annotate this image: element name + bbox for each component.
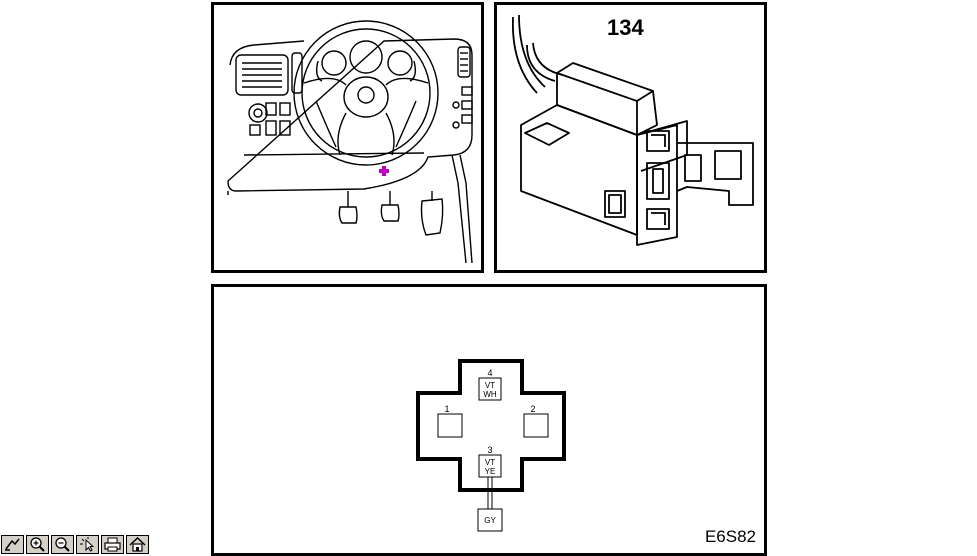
print-icon	[104, 537, 121, 552]
wire-color-label: GY	[484, 516, 496, 525]
home-button[interactable]	[126, 535, 149, 554]
pin-number-label: 2	[530, 404, 535, 414]
select-icon	[80, 537, 95, 552]
pin-4: 4 VT WH	[478, 368, 502, 401]
zoom-out-button[interactable]	[51, 535, 74, 554]
pinout-drawing: 4 VT WH 1 2 3 VT YE GY	[416, 359, 566, 532]
pin-number-label: 4	[487, 368, 492, 378]
zoom-in-icon	[30, 537, 45, 552]
viewer-toolbar	[1, 535, 149, 554]
pin-3: 3 VT YE	[478, 445, 502, 478]
dashboard-location-view	[211, 2, 484, 273]
connector-view: 134	[494, 2, 767, 273]
connector-drawing	[511, 14, 754, 246]
pin-wire-color: VT	[485, 458, 495, 467]
dashboard-drawing	[227, 20, 473, 264]
select-button[interactable]	[76, 535, 99, 554]
home-icon	[129, 537, 146, 552]
wire-color-box: GY	[477, 508, 503, 532]
pinout-view: 4 VT WH 1 2 3 VT YE GY E6S82	[211, 284, 767, 556]
connector-face-outline	[416, 359, 566, 492]
print-button[interactable]	[101, 535, 124, 554]
pin-wire-color: YE	[485, 467, 496, 476]
connector-ref-number: 134	[607, 15, 644, 40]
pin-2: 2	[523, 404, 549, 438]
pin-number-label: 3	[487, 445, 492, 455]
pin-1: 1	[437, 404, 463, 438]
location-marker-icon	[379, 166, 389, 176]
pan-icon	[5, 538, 20, 551]
pan-button[interactable]	[1, 535, 24, 554]
zoom-out-icon	[55, 537, 70, 552]
pin-wire-color: VT	[485, 381, 495, 390]
pin-wire-color: WH	[483, 390, 497, 399]
pin-number-label: 1	[444, 404, 449, 414]
zoom-in-button[interactable]	[26, 535, 49, 554]
figure-code: E6S82	[704, 527, 756, 546]
